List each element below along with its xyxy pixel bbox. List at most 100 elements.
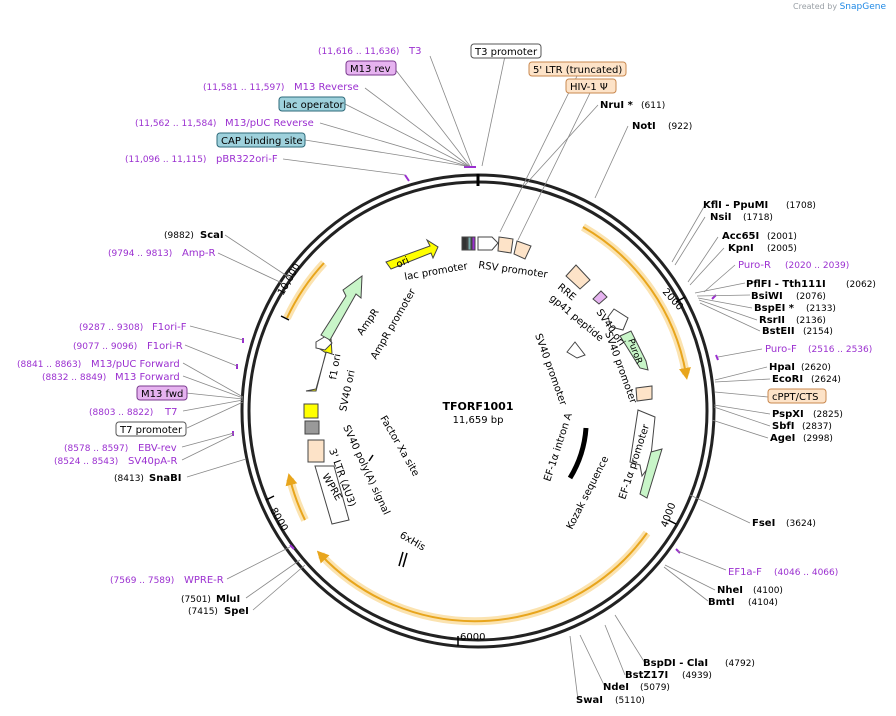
- site-bsteii: BstEII: [762, 326, 795, 337]
- site-pos-bstz17i: (4939): [682, 671, 712, 681]
- site-pos-sbfi: (2837): [802, 422, 832, 432]
- snapgene-credit: Created by SnapGene: [793, 2, 886, 12]
- t7-promoter-label: T7 promoter: [119, 425, 183, 436]
- feature-label-factor-xa: Factor Xa site: [377, 414, 421, 478]
- site-pos-rsrii: (2136): [796, 316, 826, 326]
- primer-pos-puro-f: (2516 .. 2536): [808, 345, 872, 355]
- primer-puro-r: Puro-R: [738, 260, 771, 271]
- primer-labels: (11,616 .. 11,636) T3 (11,581 .. 11,597)…: [17, 46, 872, 586]
- hiv1-box: [565, 78, 617, 94]
- primer-pos-wpre-r: (7569 .. 7589): [110, 576, 174, 586]
- site-agei: AgeI: [770, 433, 795, 444]
- site-pos-scai: (9882): [164, 231, 194, 241]
- primer-f1ori-f: F1ori-F: [152, 322, 187, 333]
- site-pos-ndei: (5079): [640, 683, 670, 693]
- site-pos-nrui: (611): [641, 101, 665, 111]
- site-fsei: FseI: [752, 518, 775, 529]
- primer-t7: T7: [164, 407, 177, 418]
- primer-wpre-r: WPRE-R: [184, 575, 224, 586]
- cppt-label: cPPT/CTS: [772, 392, 818, 403]
- site-pflfi: PflFI - Tth111I: [746, 279, 826, 290]
- site-nhei: NheI: [717, 585, 743, 596]
- site-nrui: NruI *: [600, 100, 634, 111]
- lac-operator-box: [278, 96, 346, 112]
- site-kfli: KflI - PpuMI: [703, 200, 768, 211]
- primer-ampr: Amp-R: [182, 248, 216, 259]
- tick-6000: 6000: [460, 632, 485, 643]
- ampr-arrow: [320, 274, 363, 341]
- primer-m13reverse: M13 Reverse: [294, 82, 359, 93]
- primer-pos-pbr322ori: (11,096 .. 11,115): [125, 155, 206, 165]
- leader-lines: [181, 55, 771, 701]
- site-ecori: EcoRI: [772, 374, 803, 385]
- m13fwd-label: M13 fwd: [141, 389, 183, 400]
- feature-label-lac-promoter: lac promoter: [404, 261, 470, 283]
- feature-label-sv40-promoter-b: SV40 promoter: [532, 332, 568, 408]
- primer-sv40pa-r: SV40pA-R: [128, 456, 177, 467]
- site-mlui: MluI: [216, 594, 240, 605]
- site-pos-bmti: (4104): [748, 598, 778, 608]
- site-pos-bspdi: (4792): [725, 659, 755, 669]
- primer-pos-m13puc-reverse: (11,562 .. 11,584): [135, 119, 216, 129]
- site-pos-snabi: (8413): [114, 474, 144, 484]
- t7-promoter-box: [115, 421, 187, 437]
- site-bsiwi: BsiWI: [751, 291, 783, 302]
- site-bspei: BspEI *: [754, 303, 795, 314]
- cap-label: CAP binding site: [221, 136, 303, 147]
- site-bstz17i: BstZ17I: [625, 670, 668, 681]
- site-pos-bsiwi: (2076): [796, 292, 826, 302]
- primer-ef1a-f: EF1a-F: [728, 567, 762, 578]
- feature-label-kozak: Kozak sequence: [565, 454, 611, 531]
- hiv1-label: HIV-1 Ψ: [570, 82, 608, 93]
- cap-box: [216, 132, 306, 148]
- site-pos-spei: (7415): [188, 607, 218, 617]
- site-pos-fsei: (3624): [786, 519, 816, 529]
- tick-marks: [265, 296, 686, 646]
- primer-m13forward: M13 Forward: [115, 372, 180, 383]
- site-pos-nsii: (1718): [743, 213, 773, 223]
- site-bmti: BmtI: [708, 597, 735, 608]
- site-pos-bspei: (2133): [806, 304, 836, 314]
- site-pos-ecori: (2624): [811, 375, 841, 385]
- site-pos-hpai: (2620): [801, 363, 831, 373]
- primer-pos-t3: (11,616 .. 11,636): [318, 47, 399, 57]
- restriction-sites: NruI * (611) NotI (922) KflI - PpuMI (17…: [114, 100, 876, 706]
- primer-pos-m13reverse: (11,581 .. 11,597): [203, 83, 284, 93]
- m13rev-label: M13 rev: [350, 64, 391, 75]
- primer-pos-f1ori-f: (9287 .. 9308): [79, 323, 143, 333]
- feature-label-ef1a-intron: EF-1α intron A: [542, 412, 575, 483]
- site-ndei: NdeI: [603, 682, 629, 693]
- primer-f1ori-r: F1ori-R: [147, 341, 183, 352]
- site-pos-nhei: (4100): [753, 586, 783, 596]
- site-pos-pflfi: (2062): [846, 280, 876, 290]
- site-pos-acc65i: (2001): [767, 232, 797, 242]
- feature-label-rsv-promoter: RSV promoter: [478, 260, 549, 281]
- 5ltr-box: [528, 61, 627, 77]
- plasmid-name: TFORF1001: [443, 400, 514, 413]
- ori-arrow: [385, 238, 439, 270]
- cppt-box: [767, 388, 827, 404]
- site-pos-kpni: (2005): [767, 244, 797, 254]
- primer-pos-ebv-rev: (8578 .. 8597): [64, 444, 128, 454]
- site-kpni: KpnI: [728, 243, 754, 254]
- primer-pos-t7: (8803 .. 8822): [89, 408, 153, 418]
- lac-operator-label: lac operator: [283, 100, 344, 111]
- primer-pos-f1ori-r: (9077 .. 9096): [73, 342, 137, 352]
- site-snabi: SnaBI: [149, 473, 181, 484]
- site-pspxi: PspXI: [772, 409, 804, 420]
- feature-label-ampr-promoter: AmpR promoter: [369, 286, 419, 361]
- m13rev-box: [345, 60, 397, 76]
- m13fwd-box: [136, 385, 188, 401]
- feature-label-ori: ori: [395, 255, 411, 270]
- credit-prefix: Created by: [793, 2, 838, 11]
- tick-8000: 8000: [267, 506, 289, 534]
- site-sbfi: SbfI: [772, 421, 794, 432]
- site-nsii: NsiI: [710, 212, 731, 223]
- primer-pos-ef1a-f: (4046 .. 4066): [774, 568, 838, 578]
- primer-pos-m13forward: (8832 .. 8849): [42, 373, 106, 383]
- site-swai: SwaI: [576, 695, 603, 706]
- site-bspdi: BspDI - ClaI: [643, 658, 708, 669]
- primer-pos-puro-r: (2020 .. 2039): [785, 261, 849, 271]
- primer-pos-ampr: (9794 .. 9813): [108, 249, 172, 259]
